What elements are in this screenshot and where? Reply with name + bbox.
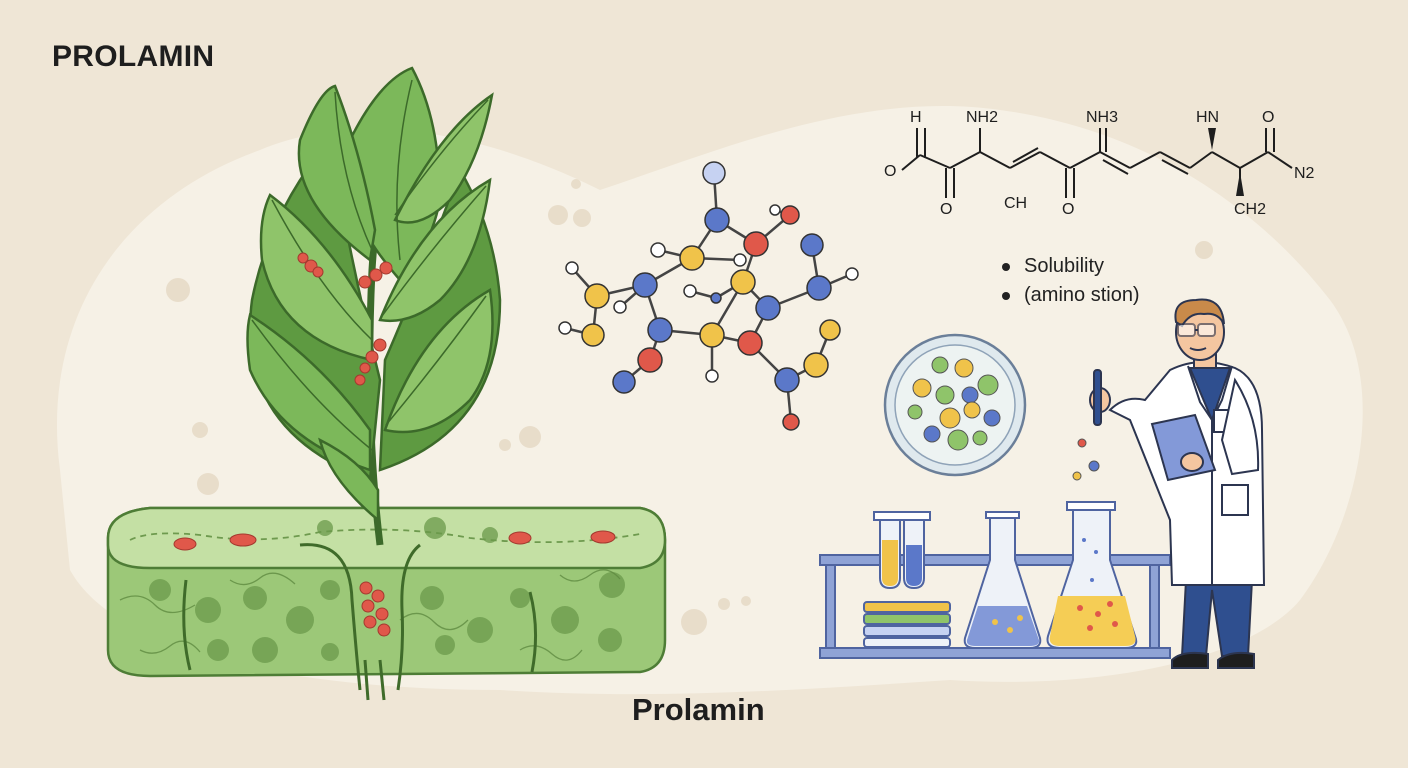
- petri-dish: [883, 333, 1027, 477]
- stacked-dishes: [863, 601, 951, 648]
- lab-bench: [819, 501, 1171, 659]
- formula-label-nh3: NH3: [1086, 109, 1118, 126]
- seed-cross-section: [106, 506, 667, 701]
- formula-label-o-right: O: [1262, 109, 1274, 126]
- formula-label-h: H: [910, 109, 922, 126]
- protein-bodies-in-leaf: [297, 252, 393, 386]
- falling-drops: [1072, 438, 1100, 481]
- bottom-caption: Prolamin: [632, 692, 765, 727]
- note-solubility: Solubility: [1000, 252, 1140, 281]
- leaf-mid-left: [259, 193, 374, 362]
- scientist: [1089, 298, 1266, 669]
- formula-label-nh2: NH2: [966, 109, 998, 126]
- formula-label-o-2: O: [940, 201, 952, 218]
- flask-small: [963, 511, 1042, 649]
- decorative-bubbles: [166, 179, 1213, 635]
- leaf-top-right: [393, 92, 494, 224]
- molecule-model: [558, 161, 859, 431]
- plant: [246, 66, 502, 546]
- formula-label-hn: HN: [1196, 109, 1219, 126]
- leaf-mid-right: [378, 177, 492, 322]
- formula-label-ch: CH: [1004, 195, 1027, 212]
- leaf-low-right: [383, 288, 494, 434]
- formula-label-ch2: CH2: [1234, 201, 1266, 218]
- leaf-lower-front: [318, 437, 380, 523]
- property-notes: Solubility (amino stion): [1000, 252, 1140, 310]
- formula-label-o-3: O: [1062, 201, 1074, 218]
- test-tubes: [873, 511, 931, 590]
- formula-label-o-left: O: [884, 163, 896, 180]
- page-title: PROLAMIN: [52, 40, 215, 73]
- note-amino: (amino stion): [1000, 281, 1140, 310]
- flask-large: [1046, 501, 1138, 649]
- leaf-upper-left: [297, 84, 377, 263]
- formula-label-n2: N2: [1294, 165, 1315, 182]
- structural-formula: H NH2 NH3 HN O O CH O N2 CH2 O: [884, 109, 1315, 218]
